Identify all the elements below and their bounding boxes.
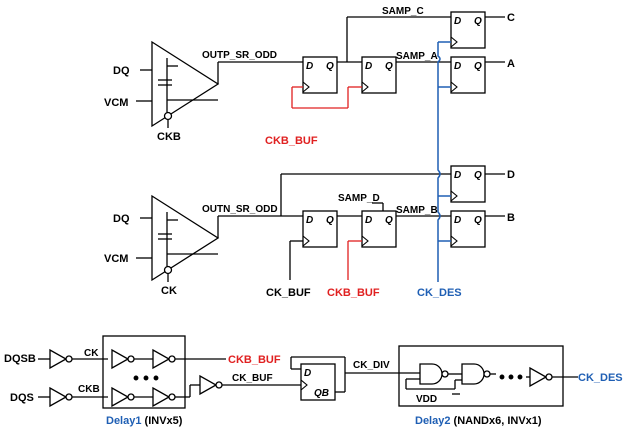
output-d-label: D [507,169,515,181]
ff-q-pin: Q [474,61,482,72]
bottom-clock-label: CK [161,285,177,297]
divider-feedback [290,356,420,393]
ff-q-pin: Q [474,215,482,226]
top-ckb-buf-wires [291,86,362,109]
dqsb-label: DQSB [4,353,36,365]
chain-ck-buf-label: CK_BUF [232,373,273,384]
top-comparator [136,40,303,128]
output-b-label: B [507,212,515,224]
delay2-detail: (NANDx6, INVx1) [450,415,541,427]
bottom-output-net-label: OUTN_SR_ODD [202,204,278,215]
ff-q-pin: Q [326,61,334,72]
ff-qb-pin: QB [314,388,329,399]
samp-d-label: SAMP_D [338,193,380,204]
ck-label: CK [84,348,99,359]
ff-d-pin: D [306,61,313,72]
ck-div-label: CK_DIV [353,360,390,371]
delay1-box [102,335,186,409]
ck-des-bus [437,41,451,282]
top-output-net-label: OUTP_SR_ODD [202,50,277,61]
ff-d-pin: D [454,16,461,27]
samp-b-label: SAMP_B [396,205,438,216]
delay1-title: Delay1 [106,415,141,427]
ff-d-pin: D [365,61,372,72]
divider-flipflop: D QB [300,363,336,401]
bottom-dq-label: DQ [113,213,130,225]
delay2-title: Delay2 [415,415,450,427]
dqs-label: DQS [10,392,34,404]
top-flipflop-c: D Q [450,11,486,49]
output-c-label: C [507,12,515,24]
input-inverters [38,348,108,408]
bottom-flipflop-1: D Q [302,210,338,248]
output-a-label: A [507,58,515,70]
bottom-flipflop-b: D Q [450,210,486,248]
delay1-detail: (INVx5) [141,415,182,427]
top-vcm-label: VCM [104,97,128,109]
ff-q-pin: Q [474,170,482,181]
top-flipflop-2: D Q [361,56,397,94]
ff-d-pin: D [454,170,461,181]
bottom-flipflop-2: D Q [361,210,397,248]
ff-d-pin: D [306,215,313,226]
ff-d-pin: D [304,368,311,379]
delay2-gates [405,363,578,395]
chain-ck-des-label: CK_DES [578,372,623,384]
top-ckb-buf-label: CKB_BUF [265,135,318,147]
top-dq-label: DQ [113,65,130,77]
ckb-label: CKB [78,384,100,395]
vdd-label: VDD [416,394,437,405]
ck-buf-label: CK_BUF [266,287,311,299]
samp-a-label: SAMP_A [396,51,438,62]
top-clock-label: CKB [157,131,181,143]
ff-d-pin: D [454,61,461,72]
chain-ckb-buf-label: CKB_BUF [228,354,281,366]
bottom-ckb-buf-label: CKB_BUF [327,287,380,299]
delay2-box [398,345,564,407]
top-wiring [337,16,505,63]
ck-des-label: CK_DES [417,287,462,299]
bottom-comparator [136,194,303,282]
top-flipflop-a: D Q [450,56,486,94]
ff-q-pin: Q [474,16,482,27]
bottom-vcm-label: VCM [104,253,128,265]
delay1-caption: Delay1 (INVx5) [106,415,183,427]
top-flipflop-1: D Q [302,56,338,94]
delay2-caption: Delay2 (NANDx6, INVx1) [415,415,542,427]
bottom-flipflop-d: D Q [450,165,486,203]
samp-c-label: SAMP_C [382,6,424,17]
ff-q-pin: Q [326,215,334,226]
ff-q-pin: Q [385,215,393,226]
ff-d-pin: D [365,215,372,226]
bottom-ckb-buf-wires [347,240,362,280]
delay1-inverters [111,348,301,408]
ff-q-pin: Q [385,61,393,72]
bottom-wiring [280,173,505,280]
ff-d-pin: D [454,215,461,226]
